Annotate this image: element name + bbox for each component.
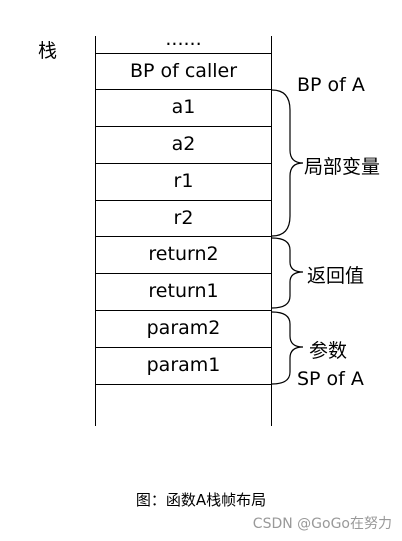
stack-divider (95, 384, 272, 385)
stack-divider (95, 273, 272, 274)
stack-right-border (271, 36, 272, 426)
cell-r2: r2 (173, 207, 194, 229)
stack-left-border (95, 36, 96, 426)
locals-label: 局部变量 (304, 156, 381, 178)
params-label: 参数 (309, 340, 348, 362)
stack-divider (95, 53, 272, 54)
cell-a1: a1 (171, 96, 196, 118)
stack-divider (95, 310, 272, 311)
brace-locals (271, 89, 304, 237)
bp-of-a-label: BP of A (297, 74, 365, 96)
stack-divider (95, 236, 272, 237)
brace-return-values (271, 237, 304, 309)
cell-ellipsis: ...... (165, 28, 202, 50)
brace-params (271, 311, 304, 385)
cell-bp-of-caller: BP of caller (129, 60, 238, 82)
figure-caption: 图：函数A栈帧布局 (135, 491, 267, 509)
cell-param1: param1 (146, 354, 221, 376)
cell-a2: a2 (171, 133, 196, 155)
stack-label: 栈 (38, 40, 58, 62)
stack-divider (95, 347, 272, 348)
stack-divider (95, 200, 272, 201)
cell-r1: r1 (173, 170, 194, 192)
cell-param2: param2 (146, 317, 221, 339)
cell-return1: return1 (148, 280, 219, 302)
cell-return2: return2 (148, 243, 219, 265)
watermark: CSDN @GoGo在努力 (252, 516, 392, 532)
stack-divider (95, 89, 272, 90)
stack-divider (95, 163, 272, 164)
return-values-label: 返回值 (307, 265, 365, 287)
stack-divider (95, 126, 272, 127)
sp-of-a-label: SP of A (297, 368, 364, 390)
